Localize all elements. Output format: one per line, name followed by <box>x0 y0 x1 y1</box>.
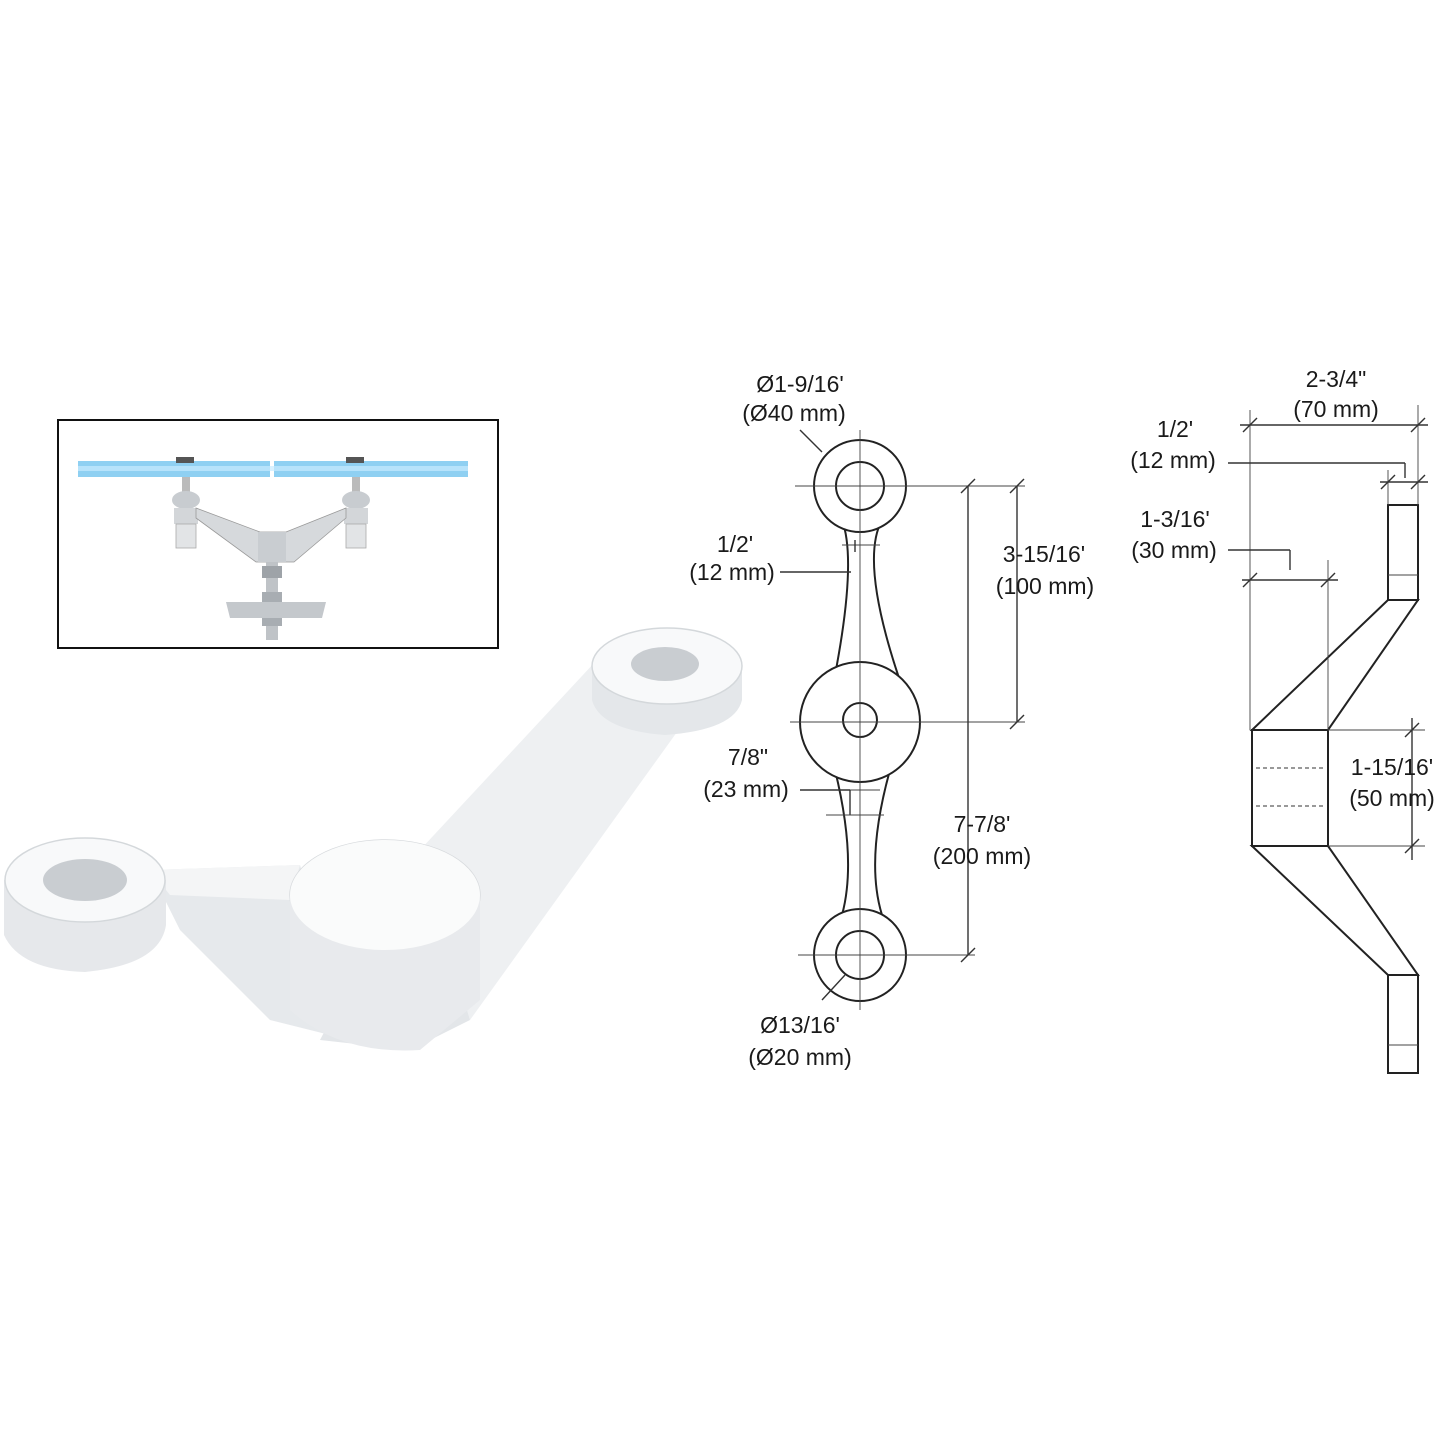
side-lower-arm <box>1249 845 1420 976</box>
routel-left <box>172 457 200 549</box>
installation-inset <box>57 419 499 649</box>
label-hub-offset-imperial: 7/8" <box>728 744 768 770</box>
render-ring-left <box>4 837 166 972</box>
label-overall-length-metric: (200 mm) <box>933 843 1031 869</box>
side-hub-block <box>1251 729 1329 847</box>
spider-product-render <box>4 627 743 1051</box>
side-bottom-plate <box>1387 974 1419 1074</box>
label-top-hole-imperial: Ø1-9/16' <box>756 371 844 397</box>
label-depth-imperial: 2-3/4" <box>1306 366 1367 392</box>
label-arm-width-imperial: 1/2' <box>717 531 753 557</box>
label-center-spacing-imperial: 3-15/16' <box>1003 541 1085 567</box>
label-depth-metric: (70 mm) <box>1293 396 1379 422</box>
glass-panels <box>78 461 468 477</box>
render-ring-right <box>591 627 743 735</box>
front-arm-outline <box>833 519 900 676</box>
side-view-drawing: 2-3/4" (70 mm) 1/2' (12 mm) 1-3/16' (30 … <box>1130 366 1435 1074</box>
label-top-hole-metric: (Ø40 mm) <box>742 400 846 426</box>
label-arm-width-metric: (12 mm) <box>689 559 775 585</box>
label-bolt-hole-metric: (Ø20 mm) <box>748 1044 852 1070</box>
routel-right <box>342 457 370 549</box>
label-offset-metric: (30 mm) <box>1131 537 1217 563</box>
label-plate-thickness-metric: (12 mm) <box>1130 447 1216 473</box>
label-offset-imperial: 1-3/16' <box>1140 506 1210 532</box>
label-hub-height-metric: (50 mm) <box>1349 785 1435 811</box>
label-plate-thickness-imperial: 1/2' <box>1157 416 1193 442</box>
side-upper-arm <box>1249 599 1420 731</box>
label-overall-length-imperial: 7-7/8' <box>954 811 1011 837</box>
label-hub-offset-metric: (23 mm) <box>703 776 789 802</box>
label-bolt-hole-imperial: Ø13/16' <box>760 1012 840 1038</box>
front-view-drawing: Ø1-9/16' (Ø40 mm) 1/2' (12 mm) 3-15/16' … <box>689 371 1094 1070</box>
label-hub-height-imperial: 1-15/16' <box>1351 754 1433 780</box>
inset-mount-rod <box>226 562 326 640</box>
label-center-spacing-metric: (100 mm) <box>996 573 1094 599</box>
side-top-plate <box>1387 504 1419 601</box>
